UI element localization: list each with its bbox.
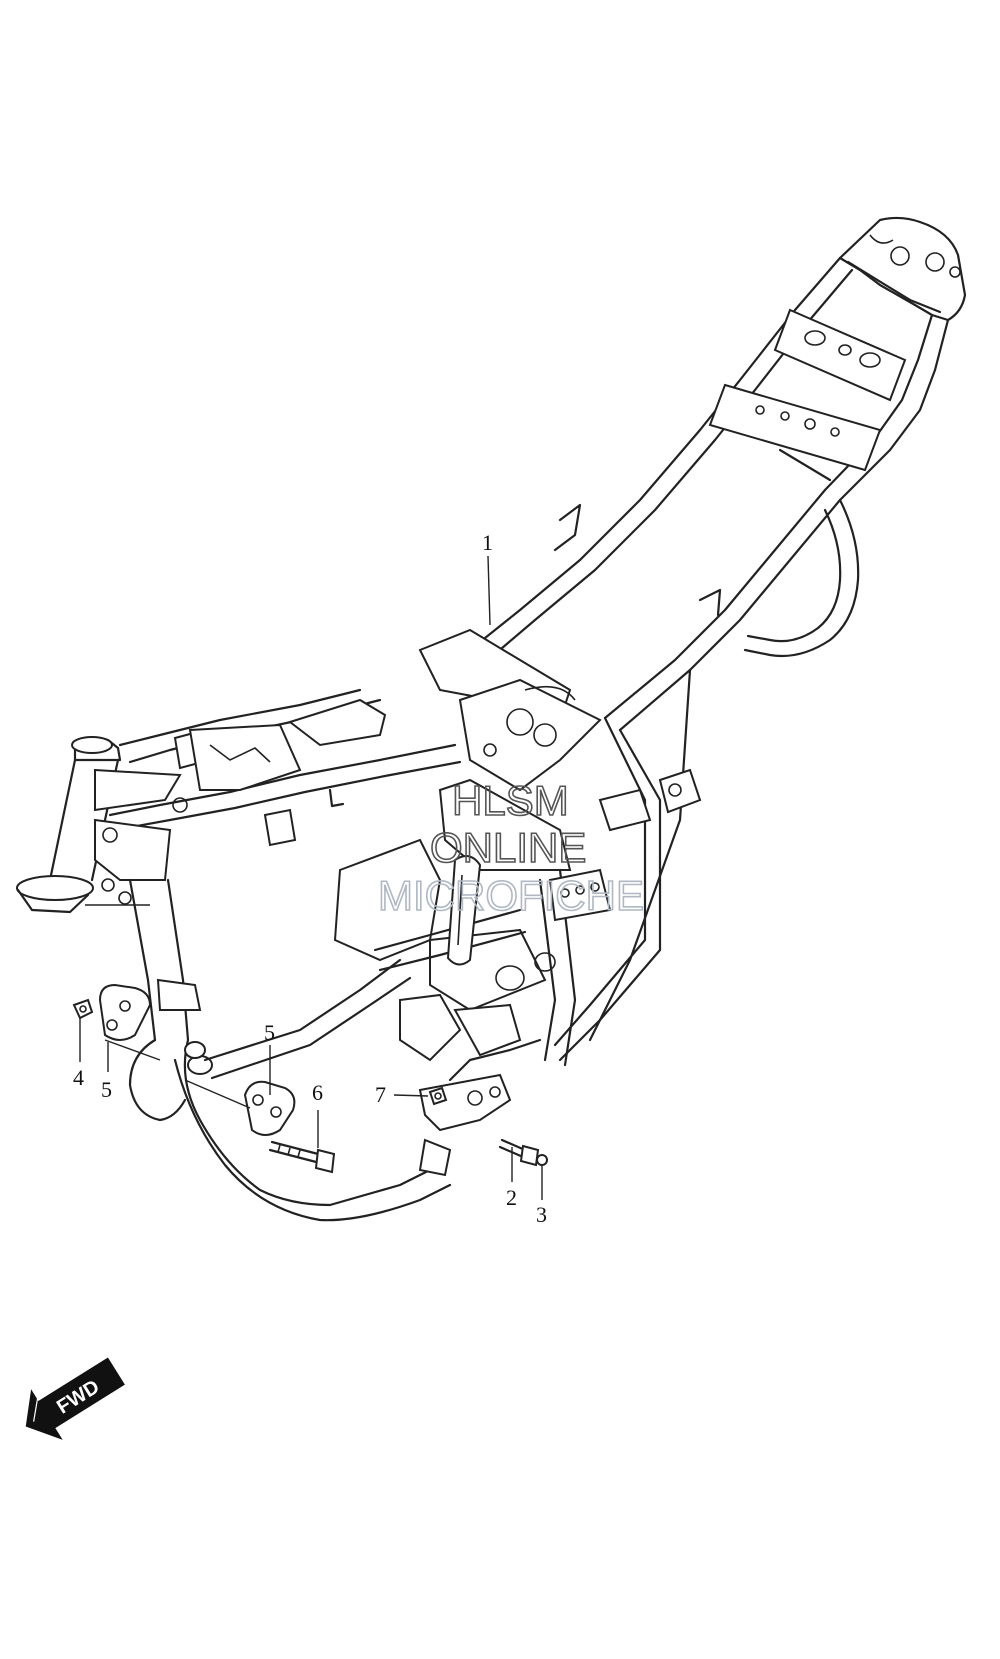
watermark-line-2: ONLINE xyxy=(430,824,586,871)
main-frame xyxy=(108,628,602,847)
leader-lines xyxy=(79,555,543,1200)
steering-head xyxy=(16,736,182,914)
plate-part-5-right xyxy=(243,1080,296,1136)
callout-2: 2 xyxy=(506,1185,517,1210)
forward-arrow-icon xyxy=(25,1357,125,1440)
small-parts xyxy=(72,983,548,1174)
rear-frame xyxy=(468,216,967,732)
callout-6: 6 xyxy=(312,1080,323,1105)
watermark-line-1: HLSM xyxy=(452,777,569,824)
callout-7: 7 xyxy=(375,1082,386,1107)
callout-5-right: 5 xyxy=(264,1020,275,1045)
watermark-line-3: MICROFICHE xyxy=(378,872,644,919)
nut-part-7 xyxy=(428,1086,448,1106)
bolt-part-6 xyxy=(268,1140,336,1174)
washer-part-3 xyxy=(536,1154,548,1166)
callout-5-left: 5 xyxy=(101,1077,112,1102)
cradle xyxy=(128,668,702,1222)
plate-part-5-left xyxy=(98,983,152,1041)
bolt-part-2 xyxy=(498,1138,540,1167)
watermark: HLSM ONLINE MICROFICHE xyxy=(377,776,645,920)
fwd-badge: FWD xyxy=(25,1357,125,1440)
callout-4: 4 xyxy=(73,1065,84,1090)
callout-3: 3 xyxy=(536,1202,547,1227)
callout-1: 1 xyxy=(482,530,493,555)
callouts: 1 2 3 4 5 5 6 7 xyxy=(73,530,547,1227)
nut-part-4 xyxy=(72,998,94,1020)
